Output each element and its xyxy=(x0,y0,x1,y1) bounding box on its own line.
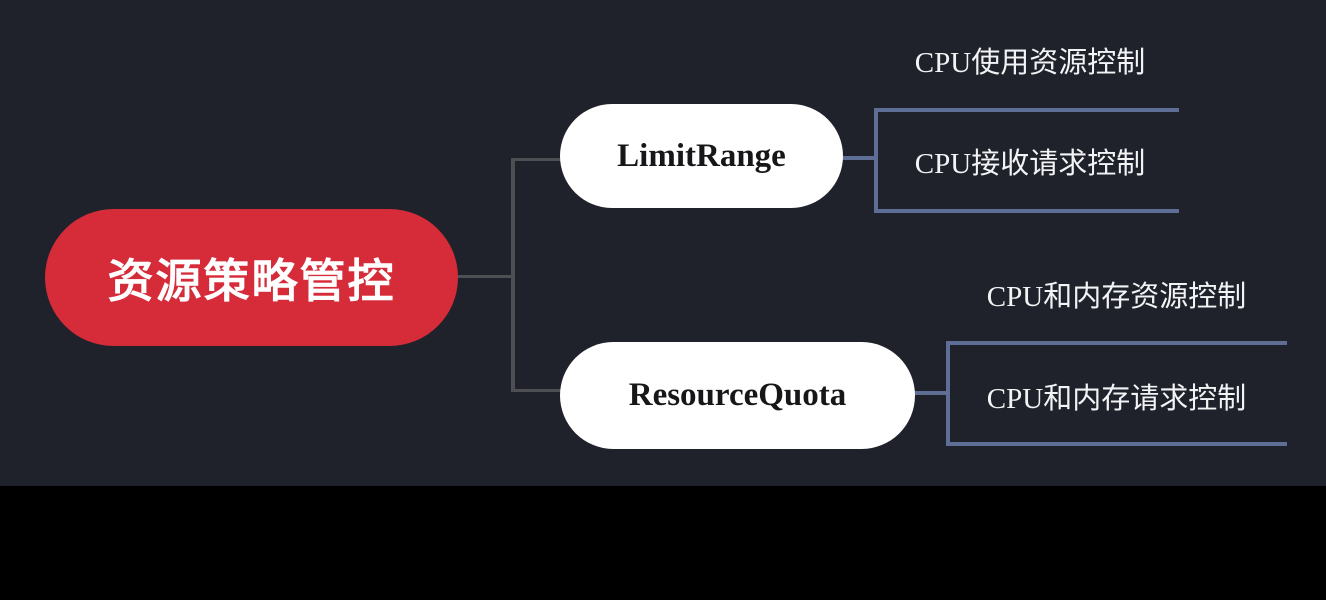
leaf-cpu-usage-limit-control[interactable]: CPU使用资源控制 xyxy=(914,47,1146,79)
node-resourcequota-label: ResourceQuota xyxy=(628,377,847,413)
connector-root-to-limitrange xyxy=(511,158,562,161)
leaf-cpu-memory-request-control[interactable]: CPU和内存请求控制 xyxy=(986,383,1247,415)
connector-leaf-underline xyxy=(946,341,1287,345)
node-limitrange[interactable]: LimitRange xyxy=(560,104,843,208)
connector-leaf-underline xyxy=(874,209,1179,213)
leaf-cpu-memory-limit-control[interactable]: CPU和内存资源控制 xyxy=(986,281,1247,313)
node-resourcequota[interactable]: ResourceQuota xyxy=(560,342,915,449)
leaf-cpu-request-control[interactable]: CPU接收请求控制 xyxy=(914,148,1146,180)
node-root[interactable]: 资源策略管控 xyxy=(45,209,458,346)
connector-limitrange-stub xyxy=(841,156,878,160)
node-limitrange-label: LimitRange xyxy=(617,137,786,174)
connector-limitrange-vertical xyxy=(874,108,878,213)
connector-root-trunk xyxy=(455,275,513,278)
node-root-label: 资源策略管控 xyxy=(107,254,396,307)
connector-resourcequota-vertical xyxy=(946,341,950,446)
connector-leaf-underline xyxy=(946,442,1287,446)
connector-root-to-resourcequota xyxy=(511,389,562,392)
connector-leaf-underline xyxy=(874,108,1179,112)
connector-resourcequota-stub xyxy=(913,391,950,395)
bottom-letterbox-bar xyxy=(0,486,1326,600)
connector-root-vertical xyxy=(511,158,515,392)
